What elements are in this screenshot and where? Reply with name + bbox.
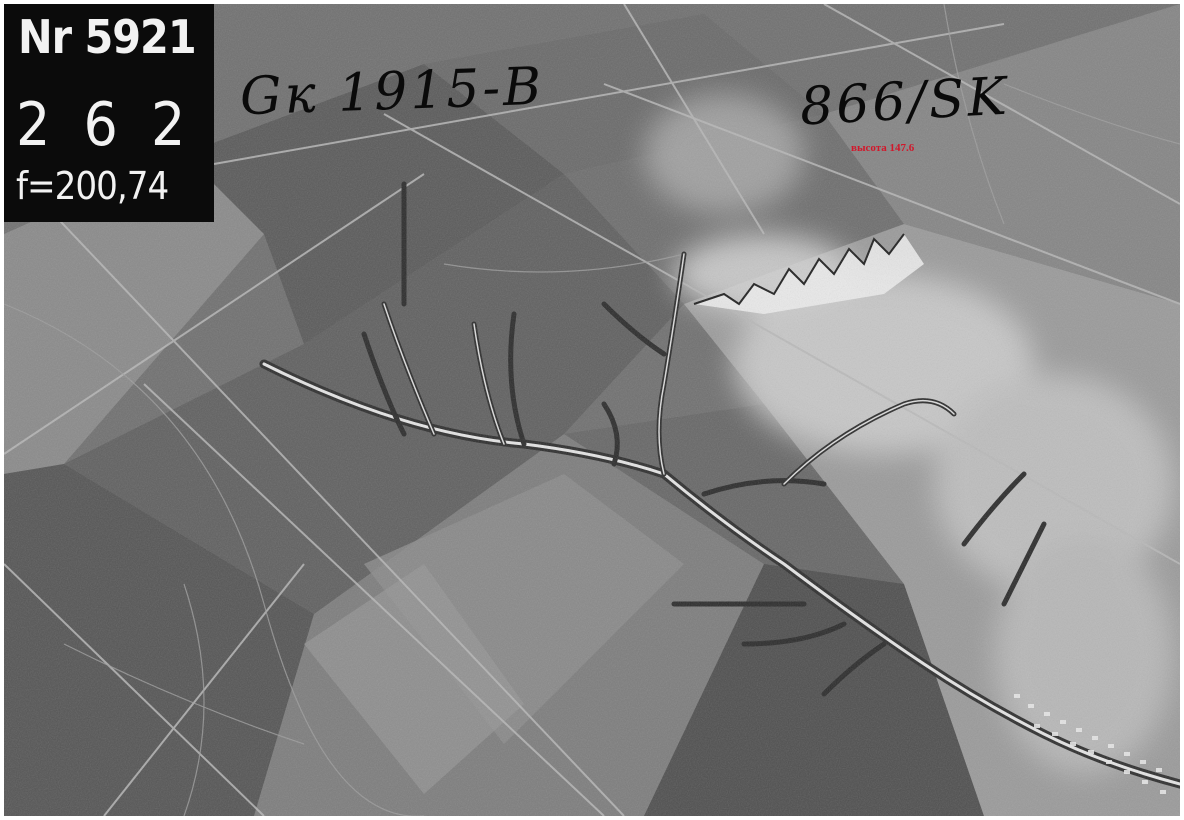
handwritten-annotation-right: 866/SK [798, 66, 1011, 138]
elevation-label: высота 147.6 [851, 142, 915, 154]
frame-label-block: Nr 5921 2 6 2 f=200,74 [4, 4, 214, 222]
frame-index: 2 6 2 [16, 90, 188, 160]
handwritten-annotation-left: Gк 1915-B [239, 56, 546, 128]
aerial-photograph [4, 4, 1180, 816]
focal-length: f=200,74 [16, 164, 169, 208]
frame-number: Nr 5921 [18, 10, 197, 64]
